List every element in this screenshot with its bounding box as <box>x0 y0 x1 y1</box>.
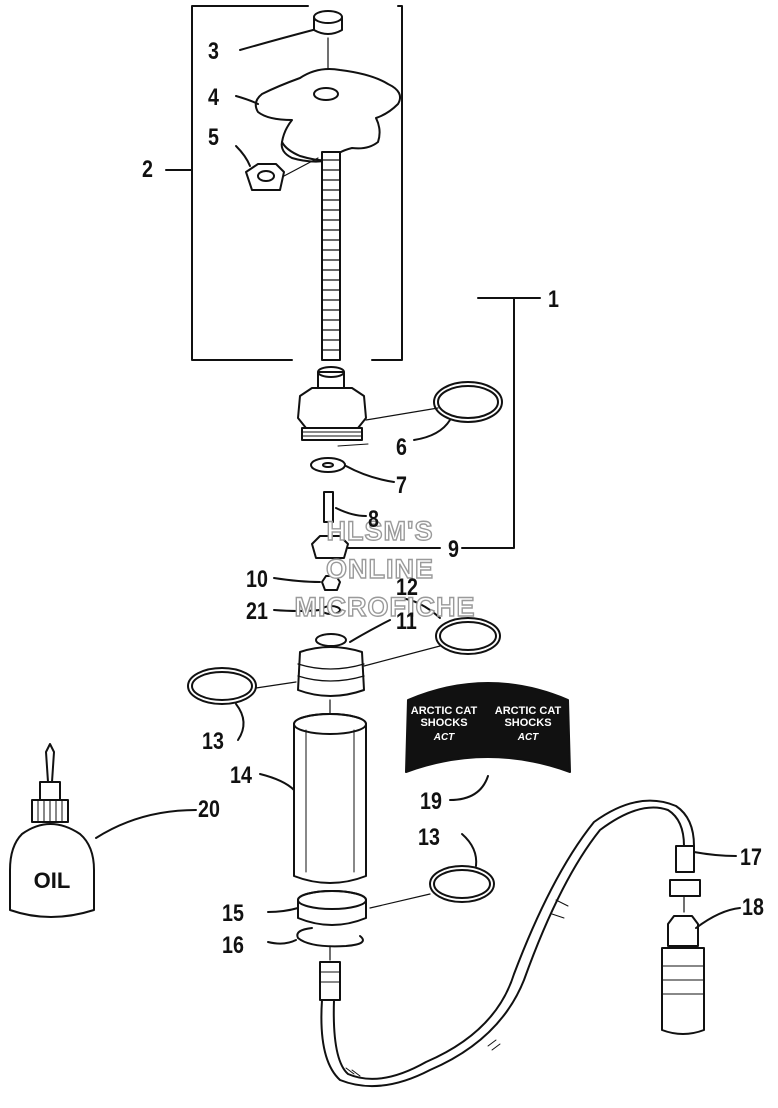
watermark-line1: HLSM'S <box>326 516 434 546</box>
part-15-end-cap <box>267 890 367 926</box>
part-9-nut <box>311 535 441 559</box>
decal-text-group: ARCTIC CAT SHOCKS ACT ARCTIC CAT SHOCKS … <box>411 705 562 743</box>
callout-16: 16 <box>222 932 244 959</box>
callout-11: 11 <box>396 608 417 635</box>
part-7-washer <box>310 457 395 483</box>
callout-19: 19 <box>420 788 442 815</box>
part-13-o-ring-left <box>187 667 297 741</box>
part-18-quick-coupler <box>661 907 741 1035</box>
watermark-line3: MICROFICHE <box>294 592 476 622</box>
part-8-pin <box>323 491 367 523</box>
bracket-2-frame <box>165 5 403 361</box>
threaded-rod <box>321 151 341 361</box>
part-11-piston <box>297 619 391 697</box>
decal-right-line2: SHOCKS <box>504 717 551 729</box>
part-10-small-nut <box>273 575 341 591</box>
part-6-o-ring <box>365 381 503 441</box>
callout-5: 5 <box>208 124 219 151</box>
callout-17: 17 <box>740 844 762 871</box>
part-17-hose-fitting <box>669 845 737 913</box>
callout-7: 7 <box>396 472 407 499</box>
callout-2: 2 <box>142 156 153 183</box>
decal-left-line2: SHOCKS <box>420 717 467 729</box>
callout-14: 14 <box>230 762 252 789</box>
callout-9: 9 <box>448 536 459 563</box>
part-3-cap <box>239 10 343 79</box>
part-4-star-knob <box>235 68 401 163</box>
part-14-cylinder <box>259 699 367 884</box>
part-20-oil-bottle <box>9 743 197 918</box>
hose-line <box>320 799 695 1088</box>
part-12-split-ring <box>363 597 501 667</box>
callout-13-right: 13 <box>418 824 440 851</box>
part-13-o-ring-right <box>369 833 495 909</box>
part-16-snap-ring <box>267 927 364 948</box>
part-19-decal <box>405 682 571 801</box>
callout-6: 6 <box>396 434 407 461</box>
callout-20: 20 <box>198 796 220 823</box>
callout-3: 3 <box>208 38 219 65</box>
decal-left-badge: ACT <box>433 732 455 743</box>
callout-18: 18 <box>742 894 764 921</box>
callout-21: 21 <box>246 598 268 625</box>
decal-left-line1: ARCTIC CAT <box>411 705 478 717</box>
callout-10: 10 <box>246 566 268 593</box>
part-5-hex-nut <box>235 145 319 191</box>
upper-housing <box>297 366 367 441</box>
oil-bottle-label: OIL <box>34 868 71 893</box>
callout-4: 4 <box>208 84 219 111</box>
callout-12: 12 <box>396 574 418 601</box>
callout-13-left: 13 <box>202 728 224 755</box>
decal-right-line1: ARCTIC CAT <box>495 705 562 717</box>
bracket-1-frame <box>461 297 541 549</box>
callout-leader-lines <box>337 443 369 447</box>
watermark-line2: ONLINE <box>325 554 434 584</box>
callout-1: 1 <box>548 286 559 313</box>
callout-8: 8 <box>368 506 379 533</box>
cylinder-bottom-fitting <box>319 945 341 1001</box>
callout-15: 15 <box>222 900 244 927</box>
part-21-small-washer <box>273 605 341 615</box>
decal-right-badge: ACT <box>517 732 539 743</box>
